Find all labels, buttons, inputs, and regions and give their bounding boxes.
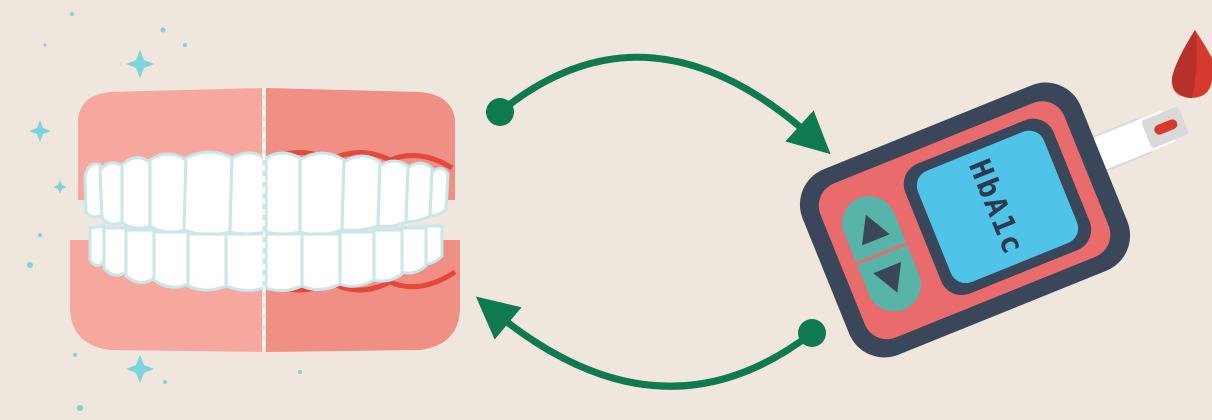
tooth xyxy=(374,230,402,281)
arrow-top xyxy=(500,57,815,140)
tooth xyxy=(184,152,232,235)
tooth xyxy=(126,230,154,283)
tooth xyxy=(90,226,104,266)
tooth xyxy=(226,234,264,291)
tooth xyxy=(406,163,432,222)
tooth xyxy=(266,153,300,234)
tooth xyxy=(230,153,264,234)
tooth xyxy=(302,234,340,290)
tooth xyxy=(150,154,186,232)
tooth xyxy=(104,228,126,275)
tooth xyxy=(122,158,150,229)
arrow-top-start-dot xyxy=(486,98,514,126)
tooth xyxy=(426,226,442,264)
teeth-gums-icon xyxy=(70,88,460,352)
tooth xyxy=(154,232,188,287)
tooth xyxy=(100,163,122,224)
cycle-arrows xyxy=(486,57,826,386)
arrow-bottom-start-dot xyxy=(798,319,826,347)
tooth xyxy=(340,232,374,286)
tooth xyxy=(300,153,344,235)
tooth xyxy=(342,156,380,231)
tooth xyxy=(430,168,448,216)
tooth xyxy=(266,234,302,291)
blood-drop-icon xyxy=(1172,30,1212,98)
tooth xyxy=(402,228,426,273)
tooth xyxy=(378,161,408,227)
glucose-meter-icon: HbA1c xyxy=(788,37,1212,369)
arrow-bottom xyxy=(492,310,812,386)
tooth xyxy=(188,234,226,290)
